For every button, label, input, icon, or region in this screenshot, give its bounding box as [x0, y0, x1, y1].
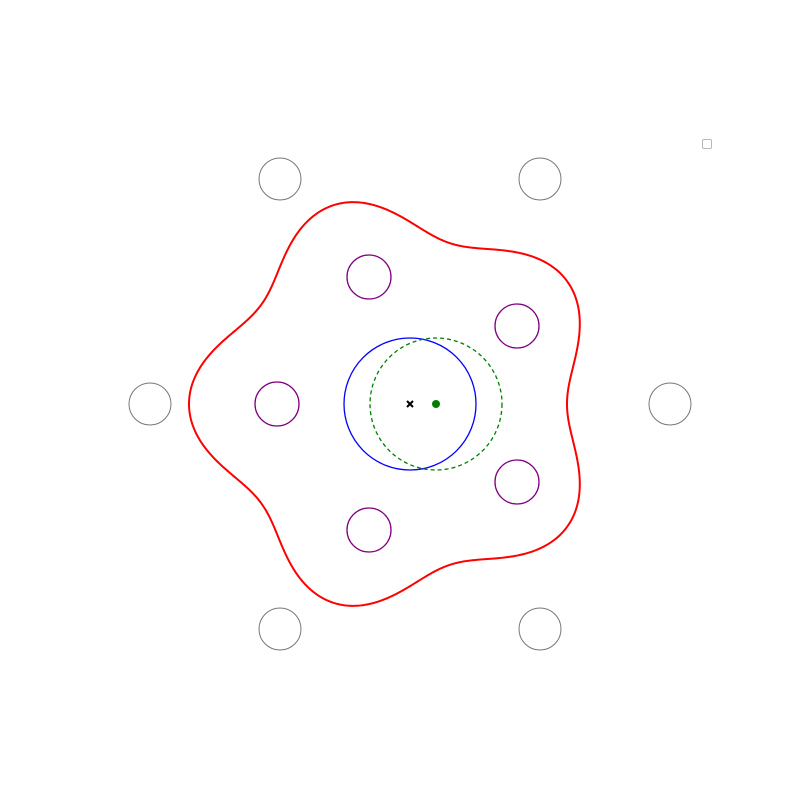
center-circle: [343, 337, 477, 471]
dot-icon: [432, 400, 440, 408]
x-mark-icon: [406, 400, 414, 408]
offset-circle: [369, 337, 503, 471]
inner-circle: [494, 303, 540, 349]
outer-circle: [648, 382, 692, 426]
toggle-checkbox[interactable]: [702, 139, 712, 149]
outer-circle: [518, 157, 562, 201]
outer-circle: [128, 382, 172, 426]
outer-circle: [258, 157, 302, 201]
outer-circle: [518, 607, 562, 651]
outer-circle: [258, 607, 302, 651]
outer-circle-ring: [128, 157, 692, 651]
inner-circle: [346, 507, 392, 553]
inner-circle-ring: [254, 254, 540, 553]
inner-circle: [346, 254, 392, 300]
boundary-curve: [187, 201, 581, 607]
inner-circle: [494, 459, 540, 505]
inner-circle: [254, 381, 300, 427]
